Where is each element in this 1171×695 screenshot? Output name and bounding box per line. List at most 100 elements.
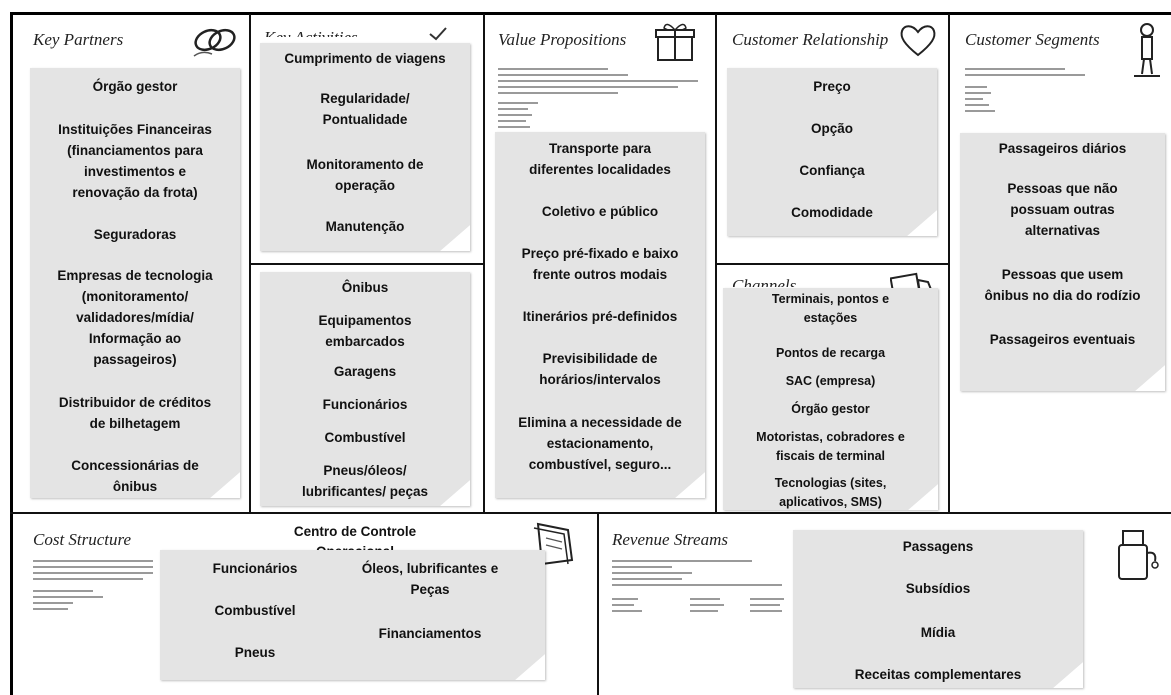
- placeholder-text-line: [612, 610, 642, 612]
- checkmark-icon: [429, 27, 447, 41]
- revenue-streams-item: Subsídios: [905, 581, 971, 596]
- key-activities-title: Key Activities: [264, 28, 358, 37]
- money-bag-icon: [1118, 530, 1159, 580]
- note-fold: [515, 654, 545, 680]
- placeholder-text-line: [498, 102, 538, 104]
- note-fold: [440, 225, 470, 251]
- revenue-streams-item: Receitas complementares: [854, 667, 1022, 682]
- key-activities-item: Manutenção: [325, 219, 405, 234]
- customer-relationship-title: Customer Relationship: [732, 30, 889, 49]
- customer-segments-title: Customer Segments: [965, 30, 1100, 49]
- key-resources-item: Combustível: [324, 430, 406, 445]
- placeholder-text-line: [498, 120, 526, 122]
- placeholder-text-line: [965, 86, 987, 88]
- placeholder-text-line: [498, 74, 628, 76]
- placeholder-text-line: [612, 560, 752, 562]
- cost-structure-item: Pneus: [234, 645, 276, 660]
- note-fold: [908, 484, 938, 510]
- divider: [597, 512, 599, 695]
- chain-link-icon: [193, 28, 236, 57]
- placeholder-text-line: [33, 560, 153, 562]
- customer-segments-item: Passageiros diários: [998, 141, 1127, 156]
- key-partners-item: Instituições Financeiras (financiamentos…: [58, 122, 212, 200]
- placeholder-text-line: [750, 610, 782, 612]
- value-propositions-note: Transporte para diferentes localidades C…: [495, 132, 705, 498]
- placeholder-text-line: [33, 596, 103, 598]
- placeholder-text-line: [498, 108, 528, 110]
- placeholder-text-line: [612, 572, 692, 574]
- key-activities-item: Cumprimento de viagens: [284, 51, 446, 66]
- placeholder-text-line: [498, 80, 698, 82]
- key-partners-item: Distribuidor de créditos de bilhetagem: [58, 395, 212, 431]
- gift-box-icon: [655, 23, 695, 61]
- placeholder-text-line: [498, 92, 618, 94]
- customer-relationship-item: Comodidade: [791, 205, 873, 220]
- placeholder-text-line: [965, 110, 995, 112]
- customer-segments-item: Pessoas que usem ônibus no dia do rodízi…: [984, 267, 1141, 303]
- placeholder-text-line: [33, 566, 153, 568]
- channels-item: Terminais, pontos e estações: [771, 292, 890, 325]
- note-fold: [210, 472, 240, 498]
- placeholder-text-line: [965, 74, 1085, 76]
- placeholder-text-line: [690, 610, 718, 612]
- customer-segments-item: Passageiros eventuais: [989, 332, 1136, 347]
- channels-item: Motoristas, cobradores e fiscais de term…: [756, 430, 905, 463]
- placeholder-text-line: [750, 598, 784, 600]
- value-propositions-item: Itinerários pré-definidos: [522, 309, 678, 324]
- placeholder-text-line: [750, 604, 780, 606]
- note-fold: [1053, 662, 1083, 688]
- placeholder-text-line: [612, 578, 682, 580]
- revenue-streams-title: Revenue Streams: [612, 530, 728, 549]
- heart-icon: [900, 25, 936, 57]
- key-partners-item: Concessionárias de ônibus: [71, 458, 199, 494]
- value-propositions-item: Elimina a necessidade de estacionamento,…: [518, 415, 682, 472]
- placeholder-text-line: [965, 92, 991, 94]
- key-resources-item: Garagens: [333, 364, 397, 379]
- key-activities-item: Regularidade/ Pontualidade: [320, 91, 410, 127]
- placeholder-text-line: [498, 114, 532, 116]
- value-propositions-item: Preço pré-fixado e baixo frente outros m…: [521, 246, 679, 282]
- revenue-streams-note: Passagens Subsídios Mídia Receitas compl…: [793, 530, 1083, 688]
- key-partners-note: Órgão gestor Instituições Financeiras (f…: [30, 68, 240, 498]
- placeholder-text-line: [690, 604, 724, 606]
- placeholder-text-line: [498, 126, 530, 128]
- value-propositions-item: Coletivo e público: [541, 204, 659, 219]
- placeholder-text-line: [33, 602, 73, 604]
- placeholder-text-line: [965, 68, 1065, 70]
- channels-item: Órgão gestor: [791, 402, 870, 416]
- revenue-streams-item: Mídia: [920, 625, 956, 640]
- placeholder-text-line: [690, 598, 720, 600]
- key-partners-item: Seguradoras: [93, 227, 177, 242]
- divider: [483, 14, 485, 512]
- price-tag-icon: [533, 522, 574, 566]
- customer-relationship-item: Opção: [810, 121, 853, 136]
- revenue-streams-item: Passagens: [902, 539, 974, 554]
- channels-item: Pontos de recarga: [775, 346, 886, 360]
- customer-relationship-item: Preço: [813, 79, 851, 94]
- key-activities-note: Cumprimento de viagens Regularidade/ Pon…: [260, 43, 470, 251]
- key-resources-item: Ônibus: [341, 280, 389, 295]
- placeholder-text-line: [612, 604, 634, 606]
- note-fold: [907, 210, 937, 236]
- placeholder-text-line: [33, 590, 93, 592]
- channels-item: SAC (empresa): [785, 374, 876, 388]
- placeholder-text-line: [965, 104, 989, 106]
- divider: [10, 512, 1171, 514]
- note-fold: [675, 472, 705, 498]
- cost-structure-item: Combustível: [214, 603, 296, 618]
- customer-segments-item: Pessoas que não possuam outras alternati…: [1007, 181, 1118, 238]
- placeholder-text-line: [33, 572, 153, 574]
- cost-structure-item: Óleos, lubrificantes e Peças: [361, 561, 499, 597]
- value-propositions-title: Value Propositions: [498, 30, 627, 49]
- key-resources-item: Equipamentos embarcados: [318, 313, 412, 349]
- channels-title: Channels: [732, 276, 797, 295]
- key-resources-item: Pneus/óleos/ lubrificantes/ peças: [301, 463, 429, 499]
- customer-relationship-note: Preço Opção Confiança Comodidade: [727, 68, 937, 236]
- note-fold: [440, 480, 470, 506]
- placeholder-text-line: [498, 86, 678, 88]
- placeholder-text-line: [612, 584, 782, 586]
- divider: [249, 263, 483, 265]
- key-partners-item: Empresas de tecnologia (monitoramento/ v…: [57, 268, 213, 367]
- placeholder-text-line: [612, 566, 672, 568]
